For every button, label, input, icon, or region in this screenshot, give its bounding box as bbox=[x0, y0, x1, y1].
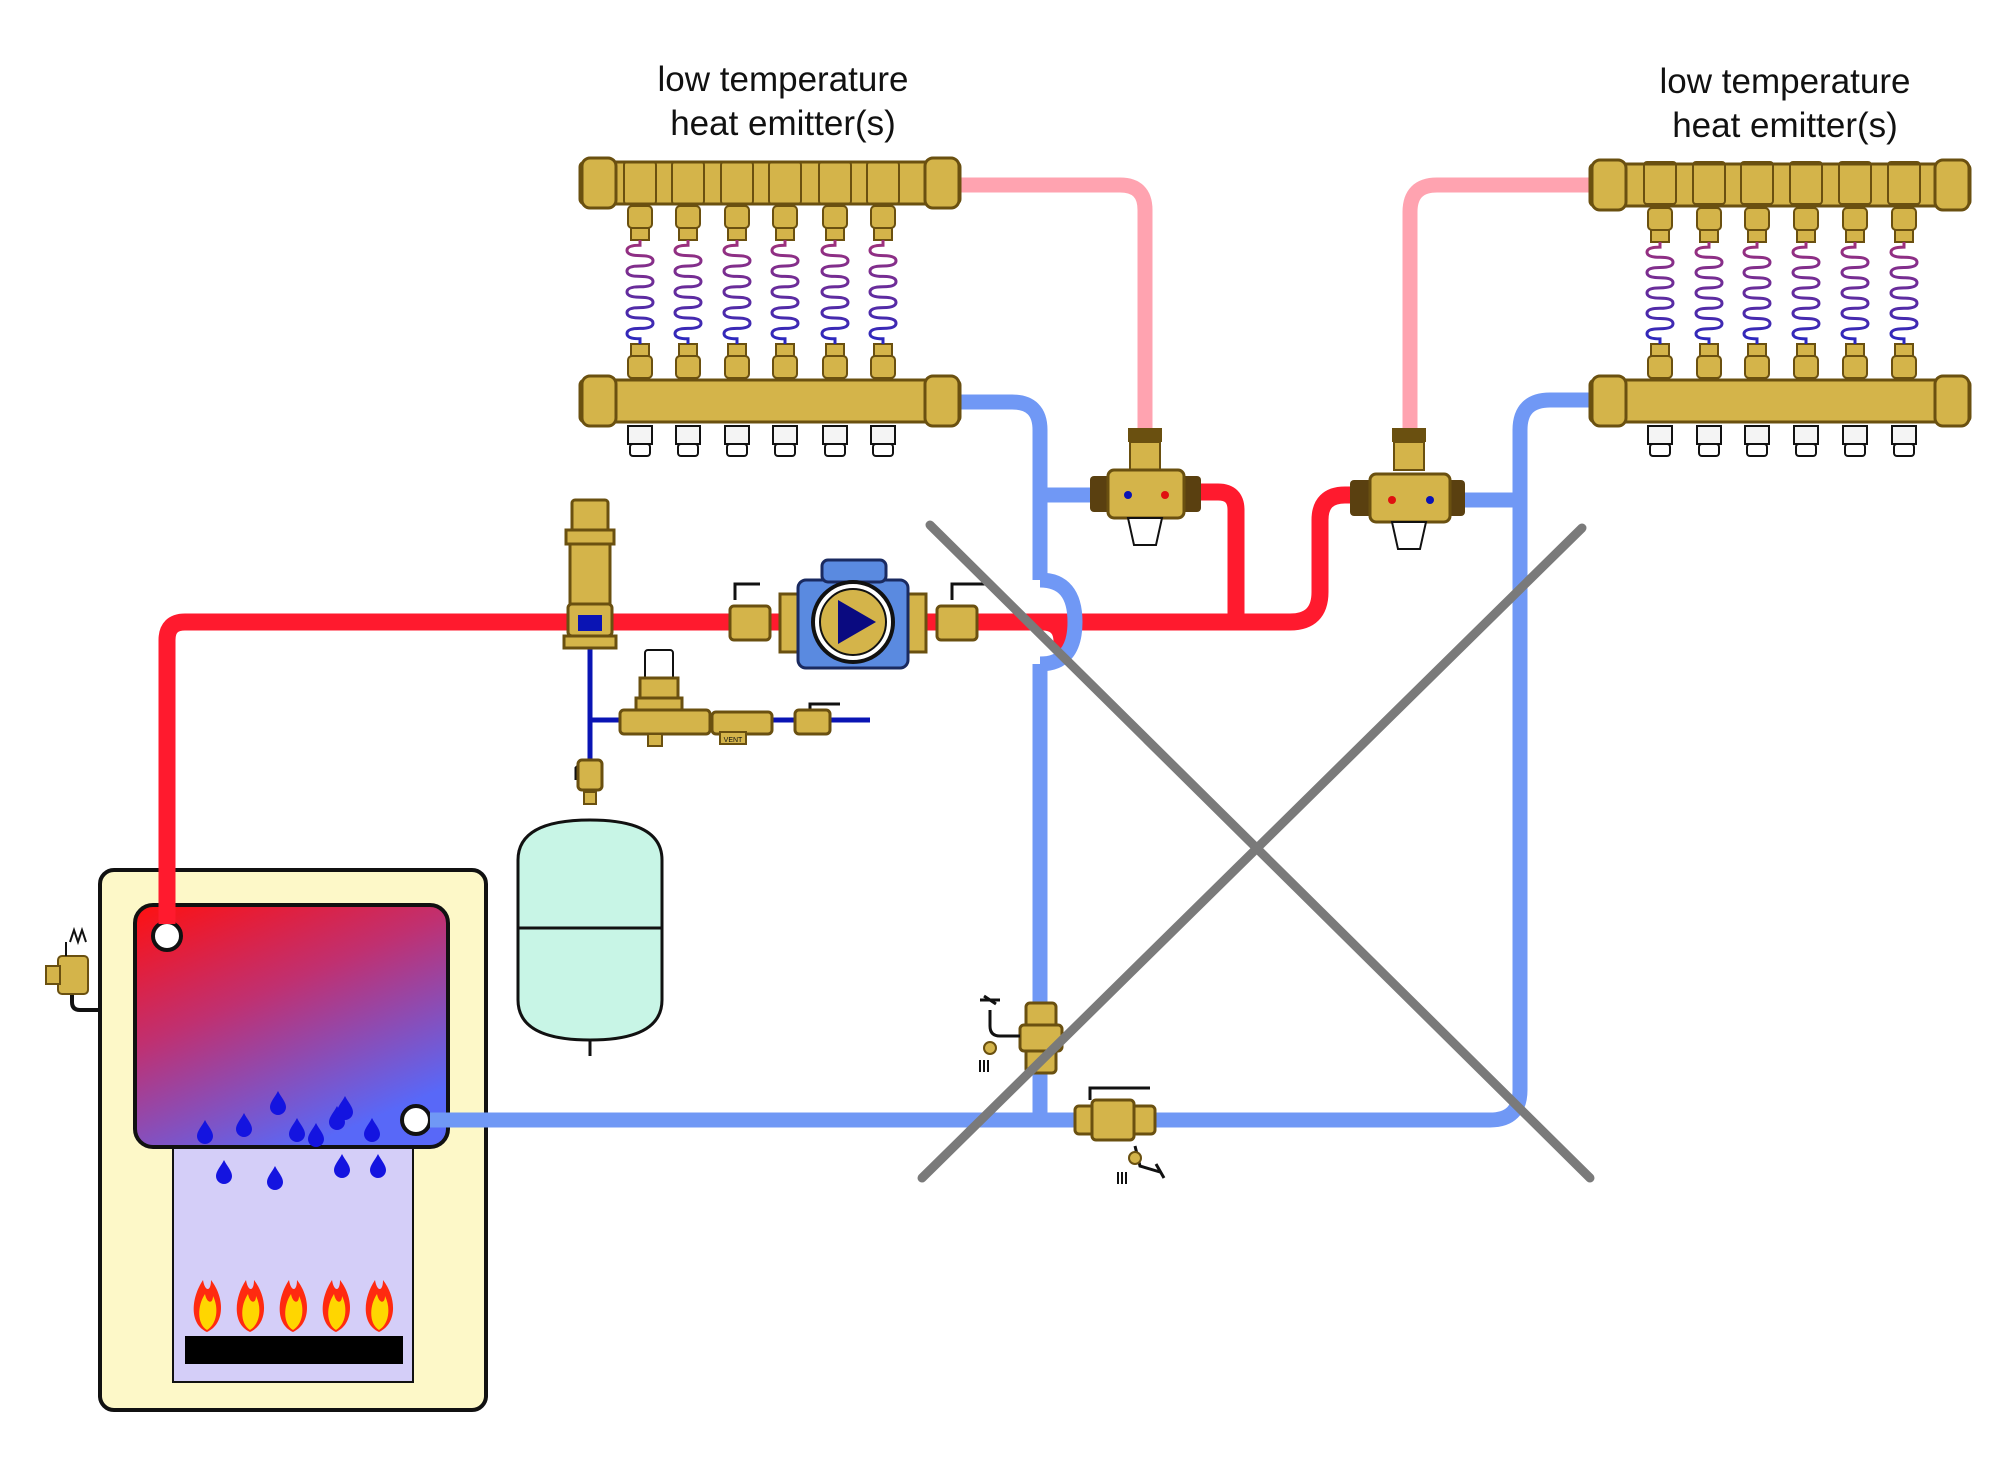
burner bbox=[185, 1336, 403, 1364]
emitter-loop-left-6 bbox=[866, 161, 900, 457]
emitter-label-left-line2: heat emitter(s) bbox=[670, 104, 896, 143]
supply-header-right bbox=[1588, 158, 1972, 212]
makeup-ball-valve bbox=[793, 702, 840, 736]
purge-valve-horizontal bbox=[1073, 1086, 1166, 1184]
mixing-valve-right bbox=[1350, 428, 1465, 550]
boiler-return-port bbox=[400, 1104, 432, 1136]
emitter-loop-right-2 bbox=[1692, 161, 1726, 457]
tempered-supply-left bbox=[955, 177, 1153, 432]
cross-out-mark bbox=[917, 520, 1595, 1183]
backflow-preventer: VENT bbox=[710, 710, 774, 745]
supply-pipe-main bbox=[560, 486, 1370, 631]
emitter-loop-left-2 bbox=[671, 161, 705, 457]
return-right-manifold bbox=[430, 392, 1600, 1128]
tank-isolation-valve bbox=[574, 758, 604, 805]
emitter-loops-left bbox=[623, 161, 900, 457]
pressure-reducing-valve bbox=[618, 649, 712, 747]
pressure-relief-valve bbox=[45, 926, 100, 1012]
emitter-loop-right-6 bbox=[1887, 161, 1921, 457]
supply-branch-left bbox=[1200, 483, 1245, 622]
emitter-label-left-line1: low temperature bbox=[657, 60, 909, 99]
return-left-manifold bbox=[955, 394, 1048, 580]
circulator-pump bbox=[728, 558, 985, 670]
emitter-loop-right-3 bbox=[1740, 161, 1774, 457]
emitter-loop-left-4 bbox=[768, 161, 802, 457]
emitter-label-left: low temperature heat emitter(s) bbox=[573, 58, 993, 146]
air-separator bbox=[562, 498, 618, 650]
emitter-loop-right-4 bbox=[1789, 161, 1823, 457]
tempered-supply-right bbox=[1402, 177, 1600, 432]
return-crossover bbox=[1039, 572, 1083, 672]
emitter-manifold-left bbox=[578, 156, 962, 457]
emitter-label-right-line2: heat emitter(s) bbox=[1672, 106, 1898, 145]
return-header-right bbox=[1588, 374, 1972, 428]
vent-tag: VENT bbox=[724, 737, 743, 744]
heat-exchanger bbox=[133, 903, 450, 1149]
emitter-loop-left-1 bbox=[623, 161, 657, 457]
expansion-tank bbox=[516, 818, 664, 1056]
boiler bbox=[98, 868, 488, 1412]
emitter-loop-left-5 bbox=[818, 161, 852, 457]
purge-valve-vertical bbox=[979, 994, 1064, 1075]
emitter-loops-right bbox=[1643, 161, 1921, 457]
emitter-manifold-right bbox=[1588, 158, 1972, 457]
emitter-loop-right-5 bbox=[1838, 161, 1872, 457]
mixing-valve-left bbox=[1090, 428, 1201, 546]
emitter-label-right-line1: low temperature bbox=[1659, 62, 1911, 101]
boiler-supply-port bbox=[151, 920, 183, 952]
emitter-loop-right-1 bbox=[1643, 161, 1677, 457]
emitter-label-right: low temperature heat emitter(s) bbox=[1575, 60, 1995, 148]
emitter-loop-left-3 bbox=[720, 161, 754, 457]
return-header-left bbox=[578, 374, 962, 428]
